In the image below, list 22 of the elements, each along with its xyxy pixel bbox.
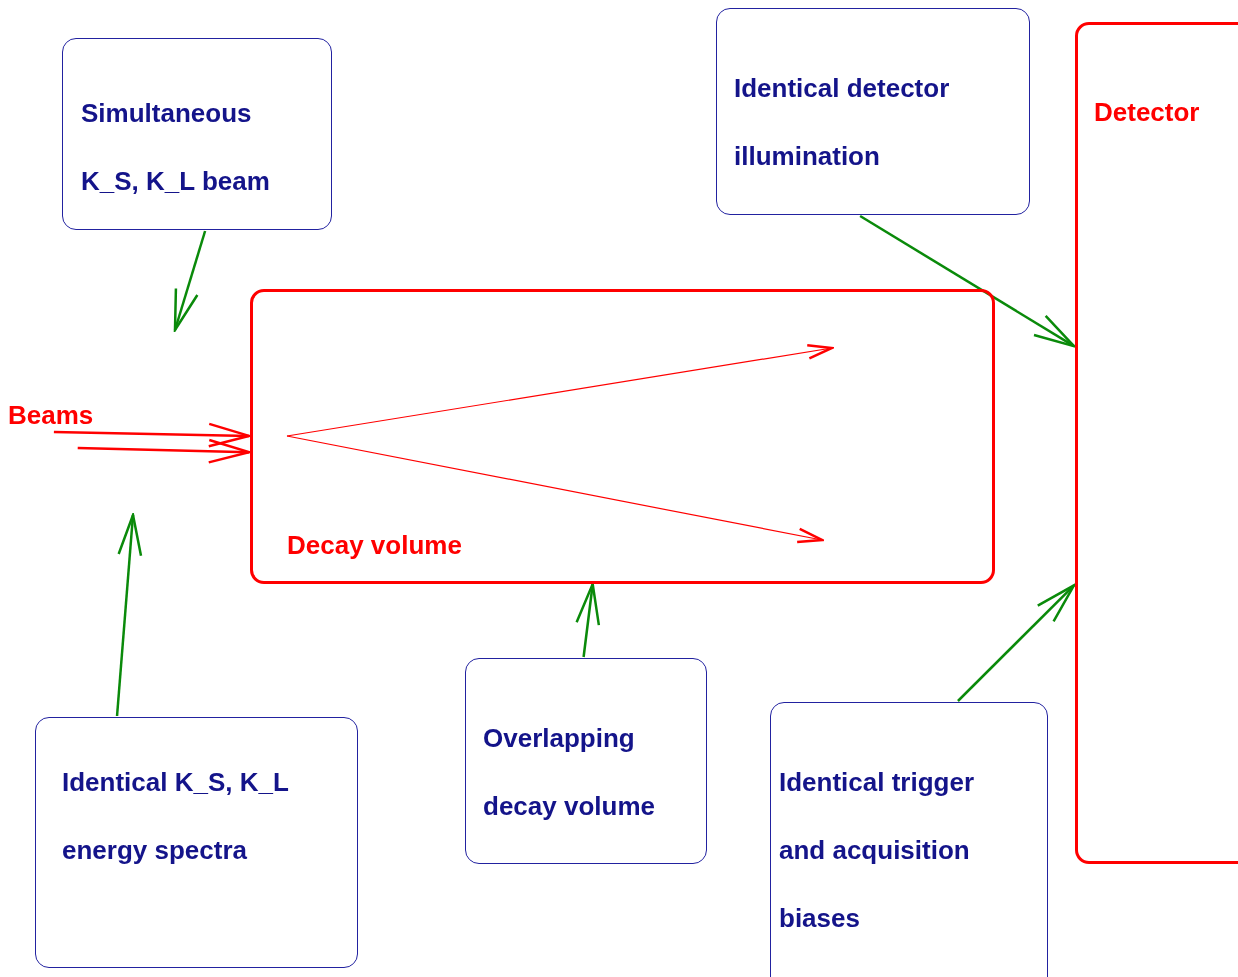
rounded-box <box>1075 22 1238 864</box>
arrow <box>53 422 251 448</box>
box-label: Overlapping decay volume <box>483 722 656 823</box>
arrow <box>77 438 251 464</box>
rounded-box <box>35 717 358 968</box>
arrow <box>575 582 601 658</box>
arrow <box>957 584 1076 702</box>
rounded-box <box>770 702 1048 977</box>
box-label: Decay volume <box>287 530 463 560</box>
box-label: Identical trigger and acquisition biases <box>779 766 976 935</box>
rounded-box <box>716 8 1030 215</box>
rounded-box <box>465 658 707 864</box>
box-label: Identical detector illumination <box>734 72 951 173</box>
rounded-box <box>62 38 332 230</box>
rounded-box <box>250 289 995 584</box>
box-label: Identical K_S, K_L energy spectra <box>62 766 290 867</box>
box-label: Detector <box>1094 97 1201 127</box>
arrow <box>859 214 1076 348</box>
box-label: Simultaneous K_S, K_L beam <box>81 97 271 198</box>
beam-label: Beams <box>8 400 94 430</box>
arrow <box>173 230 207 332</box>
arrow <box>115 513 143 717</box>
